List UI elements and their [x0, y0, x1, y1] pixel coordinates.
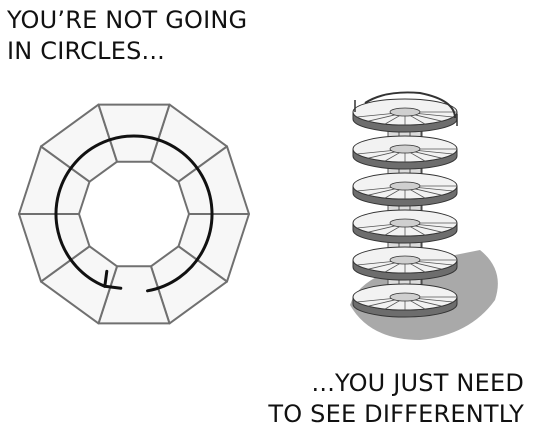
ring-step: [97, 103, 171, 163]
step-edge: [368, 225, 396, 233]
tier-opening: [389, 218, 421, 228]
step-edge: [368, 299, 396, 307]
step-edge: [410, 263, 426, 273]
step-edge: [384, 189, 400, 199]
tier-opening: [389, 292, 421, 302]
step-edge: [356, 224, 393, 229]
tier-opening: [389, 181, 421, 191]
step-edge: [356, 187, 393, 192]
circular-arrow: [54, 134, 214, 293]
step-edge: [368, 114, 396, 122]
step-edge: [417, 224, 454, 229]
bottom-caption: ...YOU JUST NEED TO SEE DIFFERENTLY: [268, 368, 524, 430]
step-edge: [410, 115, 426, 125]
tier-opening: [389, 144, 421, 154]
step-edge: [384, 226, 400, 236]
step-edge: [417, 298, 454, 303]
bottom-caption-line-1: ...YOU JUST NEED: [311, 369, 524, 397]
step-edge: [368, 262, 396, 270]
top-caption: YOU’RE NOT GOING IN CIRCLES...: [7, 5, 247, 67]
step-edge: [356, 113, 393, 118]
step-edge: [356, 150, 393, 155]
step-edge: [414, 114, 442, 122]
step-edge: [384, 115, 400, 125]
step-edge: [417, 150, 454, 155]
step-edge: [414, 151, 442, 159]
step-edge: [368, 151, 396, 159]
step-edge: [417, 261, 454, 266]
railing-posts: [354, 100, 458, 126]
step-edge: [356, 298, 393, 303]
step-edge: [410, 189, 426, 199]
step-edge: [384, 152, 400, 162]
step-edge: [384, 263, 400, 273]
ring-diagram: [18, 103, 250, 325]
step-edge: [384, 300, 400, 310]
tier-opening: [389, 255, 421, 265]
step-edge: [356, 261, 393, 266]
bottom-caption-line-2: TO SEE DIFFERENTLY: [268, 400, 524, 428]
top-caption-line-1: YOU’RE NOT GOING: [7, 6, 248, 34]
spiral-staircase: [350, 91, 498, 340]
top-railing: [364, 91, 456, 119]
step-edge: [414, 299, 442, 307]
step-edge: [414, 188, 442, 196]
step-edge: [410, 300, 426, 310]
tier-opening: [389, 107, 421, 117]
step-edge: [368, 188, 396, 196]
step-edge: [410, 152, 426, 162]
step-edge: [410, 226, 426, 236]
step-edge: [414, 225, 442, 233]
step-edge: [417, 113, 454, 118]
step-edge: [414, 262, 442, 270]
step-edge: [417, 187, 454, 192]
top-caption-line-2: IN CIRCLES...: [7, 37, 165, 65]
